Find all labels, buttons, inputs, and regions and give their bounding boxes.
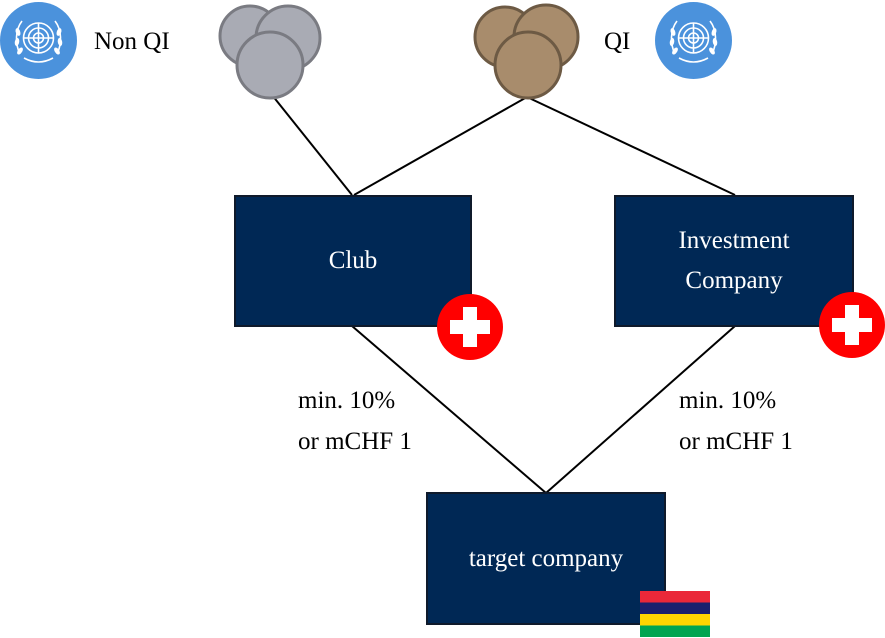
un-emblem-icon [0, 2, 77, 79]
non-qi-label: Non QI [94, 28, 170, 55]
edge-label-line2: or mCHF 1 [298, 428, 412, 455]
edge-qi-investment [526, 96, 736, 196]
un-emblem-icon [655, 2, 732, 79]
edge-label-investment-target: min. 10% or mCHF 1 [679, 380, 793, 462]
qi-label: QI [604, 28, 631, 55]
people-group-icon [218, 4, 322, 100]
swiss-cross-icon [819, 292, 885, 358]
investment-company-node: Investment Company [614, 195, 854, 327]
edge-club-target [351, 325, 547, 494]
swiss-cross-icon [437, 294, 503, 360]
investment-company-label-line1: Investment [678, 227, 790, 254]
club-node: Club [234, 195, 472, 327]
target-company-label: target company [468, 544, 624, 572]
people-group-icon [473, 3, 580, 100]
target-company-node: target company [426, 492, 666, 625]
edge-qi-club [353, 96, 528, 196]
investment-company-label-line2: Company [685, 267, 783, 294]
edge-nonqi-club [271, 94, 353, 196]
mauritius-flag-icon [640, 591, 710, 637]
edge-label-line1: min. 10% [298, 387, 396, 414]
edge-investment-target [545, 325, 736, 494]
edge-label-line2: or mCHF 1 [679, 428, 793, 455]
club-label: Club [328, 247, 378, 274]
edge-label-club-target: min. 10% or mCHF 1 [298, 380, 412, 462]
edge-label-line1: min. 10% [679, 387, 777, 414]
